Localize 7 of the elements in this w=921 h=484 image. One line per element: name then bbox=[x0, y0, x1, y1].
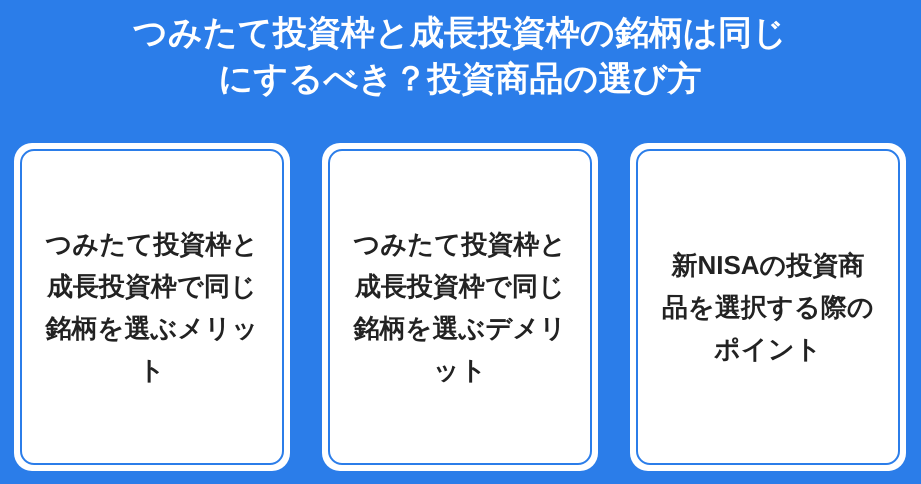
card bbox=[14, 143, 290, 471]
card-text: 新NISAの投資商品を選択する際のポイント bbox=[661, 249, 875, 366]
card-text: つみたて投資枠と成長投資枠で同じ銘柄を選ぶデメリット bbox=[352, 228, 568, 387]
card bbox=[630, 143, 906, 471]
card bbox=[322, 143, 598, 471]
card-text: つみたて投資枠と成長投資枠で同じ銘柄を選ぶメリット bbox=[44, 228, 260, 387]
title: つみたて投資枠と成長投資枠の銘柄は同じにするべき？投資商品の選び方 bbox=[132, 13, 788, 100]
